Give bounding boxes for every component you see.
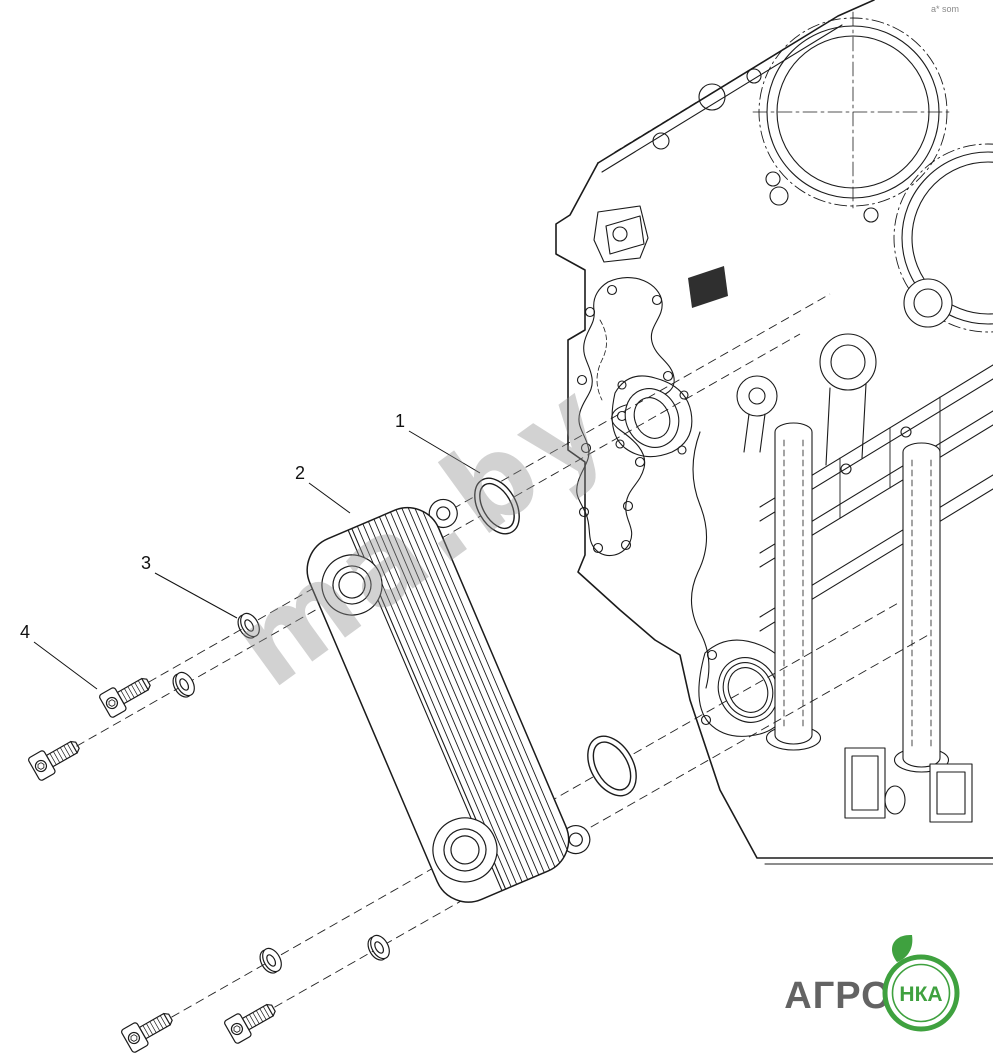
washer-4 [367,934,390,961]
o-ring-1 [474,477,520,535]
washer-2 [172,671,195,698]
bolt-1 [28,740,80,781]
gasket-contour [576,277,675,557]
bolt-4 [224,1003,276,1044]
tab-bolt-hole [436,506,451,521]
callout-label-1: 1 [395,411,405,431]
leaf-icon [891,934,913,962]
bolt-3 [121,1012,173,1053]
callouts: 1 2 3 4 [20,411,481,690]
axis-line-2 [111,293,831,704]
cylinder-bore [901,151,993,325]
oil-cooler-drawing [306,497,591,903]
leader-line-4 [33,641,98,690]
leader-line-2 [308,482,351,514]
callout-label-4: 4 [20,622,30,642]
callout-label-2: 2 [295,463,305,483]
push-tube [765,422,822,751]
core-plug [688,266,728,308]
washer-3 [259,947,282,974]
leader-line-3 [154,572,238,619]
oil-port-lower [717,657,779,723]
block-rails [759,364,993,632]
push-tube [893,442,950,773]
engine-block-drawing [555,0,993,865]
leader-line-1 [408,430,481,474]
brand-logo: АГРО НКА [784,934,960,1032]
callout-label-3: 3 [141,553,151,573]
logo-circle [882,954,960,1032]
cooler-boss-lower [432,817,498,883]
logo-text-agro: АГРО [784,975,891,1017]
washer-1 [237,612,260,639]
logo-text-nka: НКА [899,983,942,1006]
corner-mark: a* som [931,4,959,14]
o-ring-2 [587,735,637,797]
bolt-2 [99,677,151,718]
gasket-bolt-holes [576,284,674,554]
cooler-boss-upper [321,554,383,616]
tab-bolt-hole [568,832,583,847]
